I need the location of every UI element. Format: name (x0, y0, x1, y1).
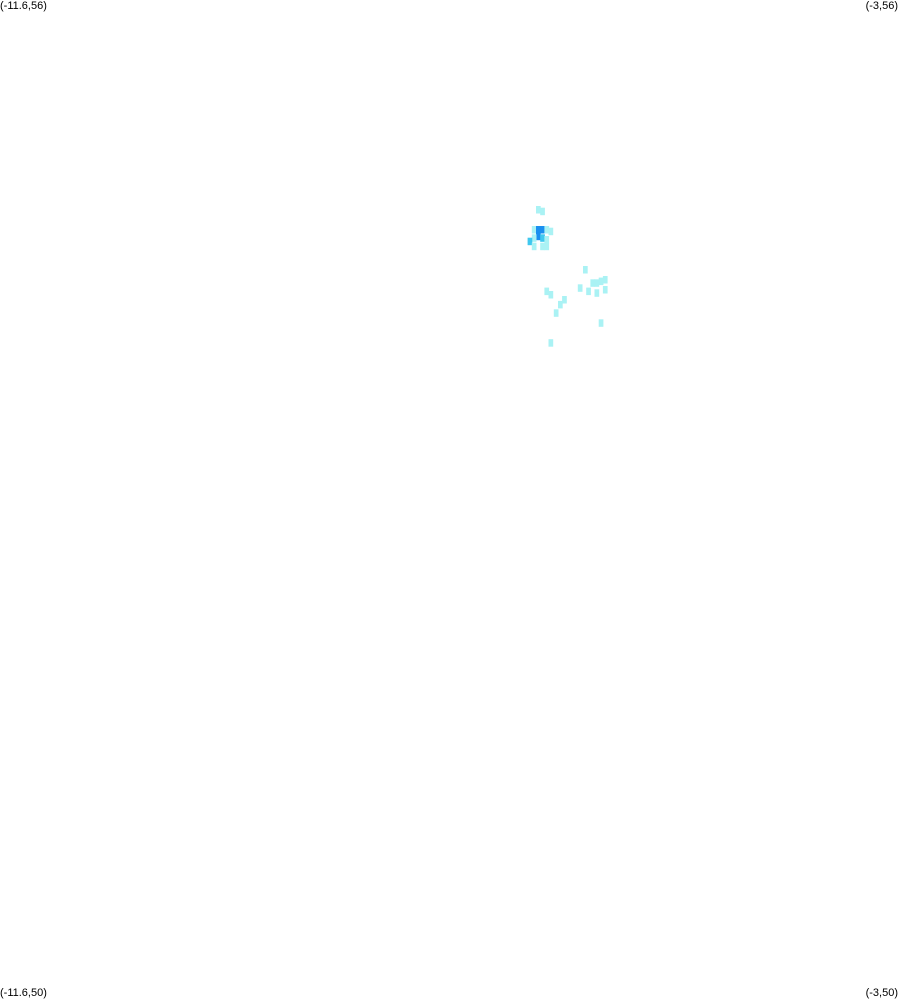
heatmap-cell-9 (540, 234, 545, 242)
heatmap-cell-22 (586, 287, 591, 296)
heatmap-cell-3 (536, 226, 541, 234)
heatmap-cell-13 (544, 242, 550, 251)
heatmap-cell-6 (548, 227, 554, 236)
heatmap-cell-27 (594, 289, 600, 297)
heatmap-cell-0 (536, 206, 541, 214)
heatmap-cell-16 (548, 291, 554, 299)
heatmap-cell-15 (544, 287, 550, 296)
heatmap-cell-29 (602, 286, 608, 294)
bottom-right-coordinate: (-3,50) (865, 987, 898, 999)
heatmap-cell-20 (548, 339, 554, 347)
bottom-left-coordinate: (-11.6,50) (0, 987, 47, 999)
heatmap-cell-8 (531, 234, 537, 242)
heatmap-cell-23 (590, 279, 596, 287)
heatmap-cell-18 (558, 300, 563, 309)
heatmap-cell-21 (577, 284, 583, 292)
heatmap-cell-19 (553, 309, 559, 317)
heatmap-cell-26 (602, 276, 608, 284)
heatmap-cell-28 (583, 266, 588, 274)
heatmap-cell-1 (540, 207, 545, 216)
heatmap-cell-2 (531, 226, 537, 234)
heatmap-cell-14 (540, 242, 545, 251)
heatmap-cell-5 (544, 226, 550, 234)
heatmap-cell-24 (594, 279, 600, 287)
top-right-coordinate: (-3,56) (865, 0, 898, 12)
heatmap-cell-25 (598, 277, 604, 286)
top-left-coordinate: (-11.6,56) (0, 0, 47, 12)
heatmap-cell-4 (540, 226, 545, 234)
heatmap-cell-7 (536, 232, 541, 241)
heatmap-cell-11 (527, 237, 533, 246)
heatmap-cell-17 (562, 296, 567, 304)
heatmap-cell-30 (598, 319, 604, 327)
heatmap-cell-10 (544, 236, 550, 244)
heatmap-cell-12 (531, 242, 537, 251)
